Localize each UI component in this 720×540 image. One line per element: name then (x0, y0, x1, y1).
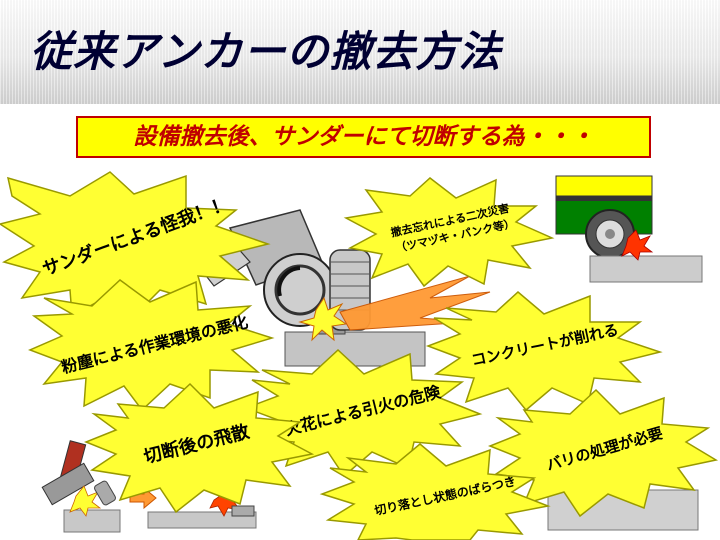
subtitle-banner: 設備撤去後、サンダーにて切断する為・・・ (76, 116, 651, 158)
burst-concrete: コンクリートが削れる (425, 291, 663, 412)
header-band (0, 0, 720, 104)
burst-scatter: 切断後の飛散 (83, 382, 315, 514)
burst-variation: 切り落とし状態のばらつき (319, 443, 551, 540)
burst-dust: 粉塵による作業環境の悪化 (28, 279, 275, 412)
burst-injury: サンダーによる怪我！！ (0, 171, 271, 322)
burst-fire: 火花による引火の危険 (243, 348, 483, 478)
burst-secondary: 撤去忘れによる二次災害 （ツマヅキ・パンク等） (343, 177, 555, 288)
page-title: 従来アンカーの撤去方法 (30, 27, 502, 76)
grinder-illustration (199, 209, 491, 367)
burst-burr: バリの処理が必要 (487, 388, 719, 518)
truck-tire-illustration (555, 175, 703, 283)
